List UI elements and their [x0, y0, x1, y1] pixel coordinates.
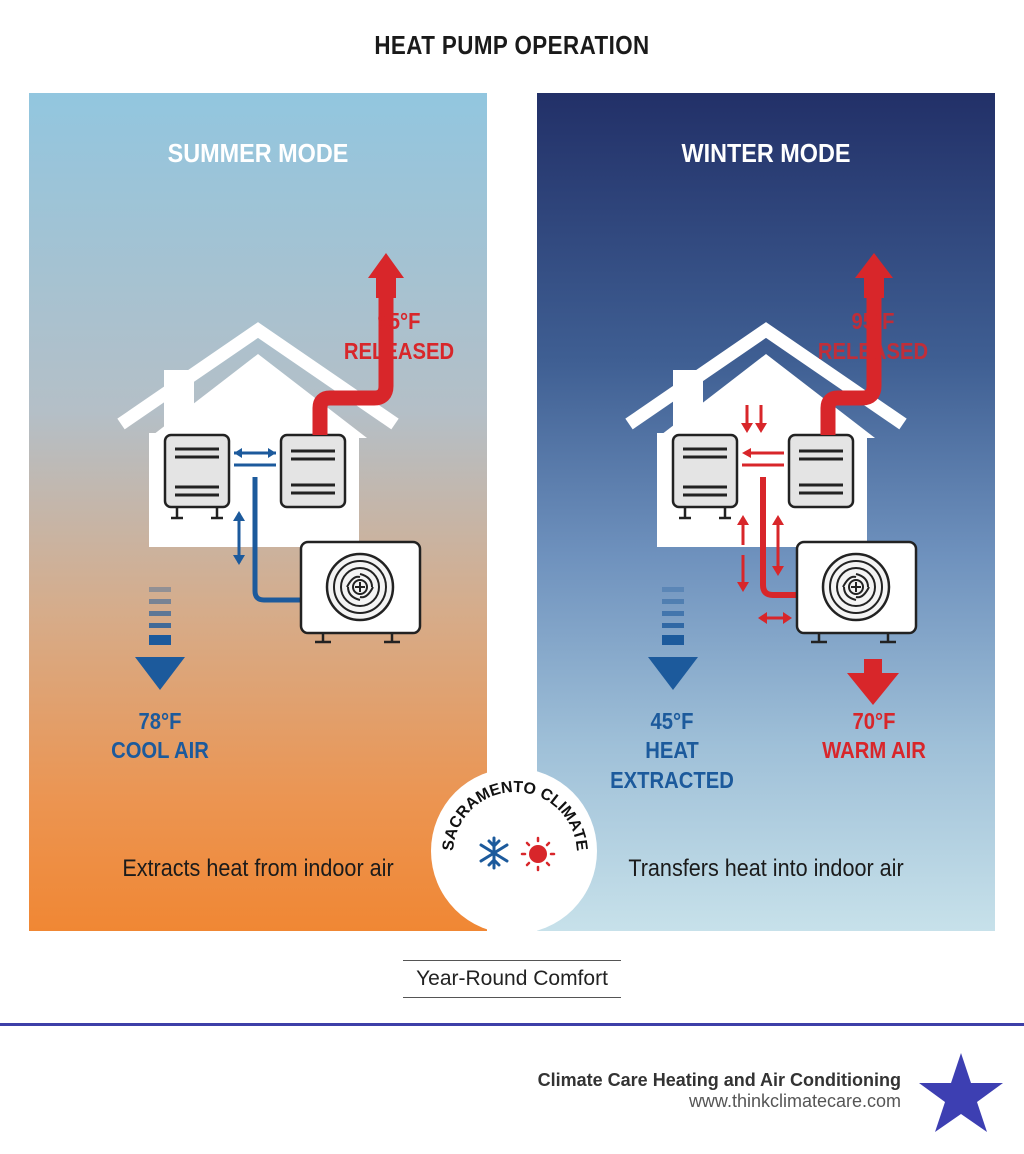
badge-text: SACRAMENTO CLIMATE — [440, 779, 590, 852]
indoor-unit-left-icon — [163, 433, 231, 520]
sun-icon — [520, 836, 556, 872]
winter-mode-panel: WINTER MODE — [537, 93, 995, 931]
winter-warm-label: WARM AIR — [822, 737, 926, 763]
summer-caption: Extracts heat from indoor air — [122, 855, 394, 882]
page-title: HEAT PUMP OPERATION — [374, 30, 650, 60]
winter-extract-temp: 45°F — [650, 708, 694, 734]
winter-diagram — [625, 253, 918, 705]
warm-air-arrow-icon — [847, 659, 899, 705]
summer-diagram — [117, 253, 422, 690]
outdoor-unit-icon — [795, 540, 918, 644]
summer-mode-panel: SUMMER MODE — [29, 93, 487, 931]
winter-warm-temp: 70°F — [852, 708, 896, 734]
sacramento-climate-badge: SACRAMENTO CLIMATE — [431, 768, 597, 934]
summer-released-temp: 95°F — [377, 308, 421, 334]
outdoor-unit-icon — [299, 540, 422, 644]
company-website[interactable]: www.thinkclimatecare.com — [688, 1091, 901, 1111]
snowflake-icon — [479, 836, 509, 870]
refrigerant-line-icon — [737, 405, 799, 624]
heat-up-arrow-icon — [368, 253, 404, 298]
exhaust-pipe-icon — [820, 283, 882, 435]
indoor-unit-left-icon — [671, 433, 739, 520]
refrigerant-line-icon — [233, 448, 303, 603]
company-name: Climate Care Heating and Air Conditionin… — [537, 1070, 901, 1090]
summer-released-label: RELEASED — [343, 338, 455, 364]
summer-cool-label: COOL AIR — [111, 737, 209, 763]
year-round-comfort-subtitle: Year-Round Comfort — [403, 960, 621, 998]
winter-released-label: RELEASED — [817, 338, 929, 364]
exhaust-pipe-icon — [312, 283, 394, 435]
star-icon — [919, 1053, 1003, 1132]
winter-extract-label: HEAT EXTRACTED — [610, 737, 734, 793]
winter-released-temp: 95°F — [851, 308, 895, 334]
heat-up-arrow-icon — [855, 253, 893, 298]
winter-mode-heading: WINTER MODE — [681, 138, 851, 168]
indoor-unit-right-icon — [279, 433, 347, 509]
heat-extracted-arrow-icon — [648, 587, 698, 690]
indoor-unit-right-icon — [787, 433, 855, 509]
summer-mode-heading: SUMMER MODE — [167, 138, 349, 168]
summer-cool-temp: 78°F — [138, 708, 182, 734]
cool-air-arrow-icon — [135, 587, 185, 690]
winter-caption: Transfers heat into indoor air — [628, 855, 904, 882]
footer-divider — [0, 1023, 1024, 1026]
